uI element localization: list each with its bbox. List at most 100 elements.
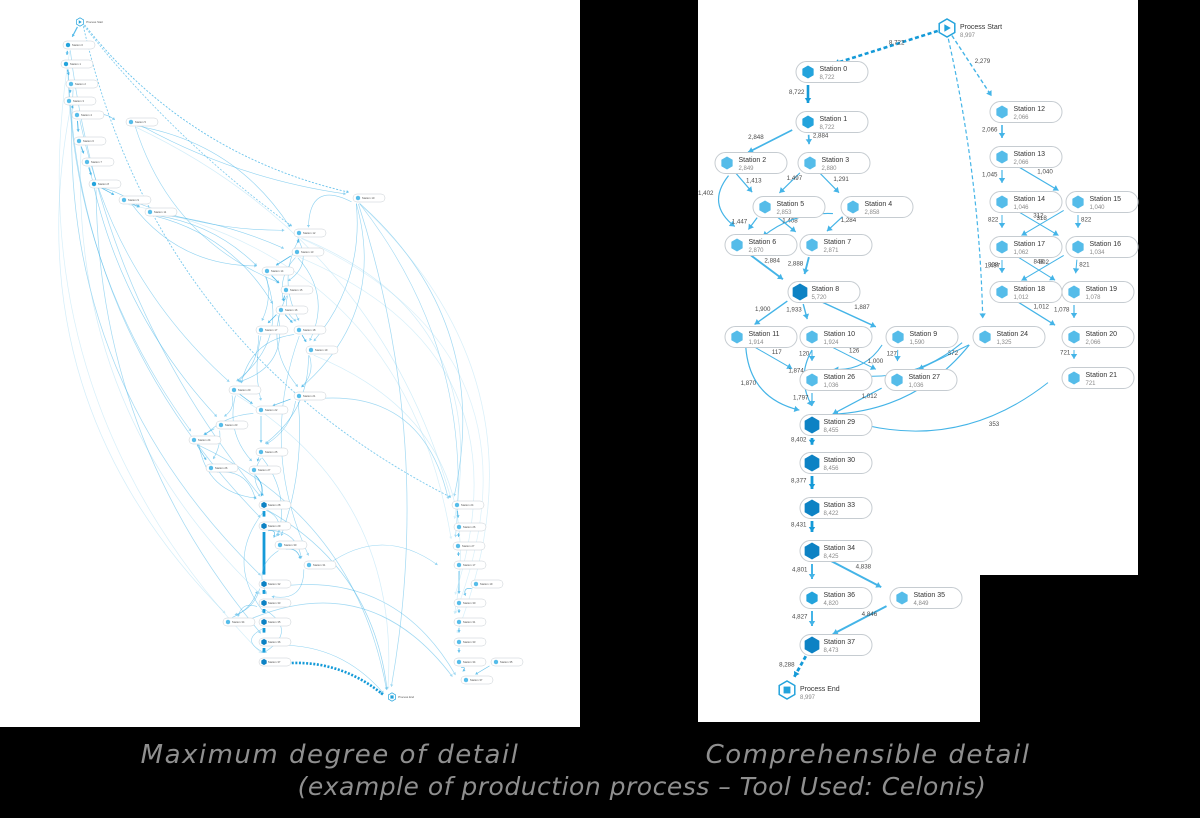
svg-text:Station 27: Station 27	[462, 544, 475, 548]
edge-count-label: 1,497	[985, 263, 1001, 270]
process-node-station-35: Station 354,849	[889, 587, 963, 609]
process-edge	[251, 627, 265, 653]
process-node-station-19: Station 19	[470, 579, 504, 589]
process-edge	[284, 314, 293, 324]
edge-count-label: 8,722	[889, 39, 905, 46]
edge-count-label: 821	[1079, 262, 1090, 269]
process-edge	[358, 203, 408, 687]
process-edge	[238, 315, 281, 383]
process-edge	[457, 648, 461, 653]
svg-text:Station 37: Station 37	[470, 678, 483, 682]
station-icon	[264, 268, 270, 274]
process-edge	[259, 416, 263, 443]
edge-count-label: 1,874	[788, 367, 804, 374]
process-node-process-end: Process End	[388, 692, 415, 702]
process-edge: 2,888	[788, 256, 810, 275]
svg-text:Station 15: Station 15	[290, 288, 303, 292]
process-edge	[262, 511, 266, 517]
svg-text:1,036: 1,036	[824, 383, 840, 389]
svg-text:1,034: 1,034	[1090, 250, 1106, 256]
station-icon	[456, 562, 462, 568]
station-icon	[278, 307, 284, 313]
svg-text:8,997: 8,997	[960, 33, 976, 39]
svg-text:Station 8: Station 8	[812, 286, 840, 293]
process-edge: 117	[751, 344, 793, 370]
svg-text:Station 0: Station 0	[72, 43, 83, 47]
process-edge: 2,884	[748, 253, 784, 281]
edge-count-label: 1,291	[833, 176, 849, 183]
station-icon	[121, 197, 127, 203]
process-node-station-10: Station 101,924	[799, 326, 873, 348]
edge-count-label: 8,288	[779, 661, 795, 668]
caption-right: Comprehensible detail	[705, 740, 1031, 770]
station-icon	[296, 393, 302, 399]
process-edge: 127	[887, 349, 901, 362]
process-node-station-18: Station 18	[293, 325, 327, 335]
station-icon	[721, 156, 733, 170]
station-icon	[1072, 195, 1084, 209]
process-edge: 1,045	[982, 169, 1006, 183]
svg-text:Station 36: Station 36	[824, 592, 856, 599]
process-edge	[159, 214, 285, 249]
svg-text:8,456: 8,456	[824, 466, 840, 472]
station-icon	[261, 638, 267, 646]
svg-text:Station 34: Station 34	[232, 620, 245, 624]
process-edge	[301, 203, 365, 388]
svg-text:Station 30: Station 30	[284, 543, 297, 547]
process-node-station-2: Station 22,849	[714, 152, 788, 174]
station-icon	[261, 580, 267, 588]
process-node-station-8: Station 85,720	[787, 281, 861, 303]
process-edge	[232, 591, 258, 618]
process-node-station-27: Station 27	[248, 465, 282, 475]
station-icon	[804, 542, 820, 560]
station-icon	[283, 287, 289, 293]
process-node-station-17: Station 171,062	[989, 236, 1063, 258]
edge-count-label: 8,377	[791, 478, 807, 485]
stop-icon	[783, 686, 791, 694]
station-icon	[493, 659, 499, 665]
process-edge	[58, 106, 226, 614]
svg-text:Station 19: Station 19	[480, 582, 493, 586]
station-icon	[294, 249, 300, 255]
process-edge	[155, 215, 273, 304]
svg-text:Station 37: Station 37	[824, 639, 856, 646]
process-node-station-11: Station 11	[144, 207, 178, 217]
station-icon	[996, 150, 1008, 164]
svg-text:Station 7: Station 7	[91, 160, 102, 164]
svg-text:Station 25: Station 25	[265, 450, 278, 454]
process-node-station-33: Station 33	[453, 637, 487, 647]
process-node-station-24: Station 24	[188, 435, 222, 445]
svg-text:Station 3: Station 3	[73, 99, 84, 103]
process-node-station-15: Station 15	[280, 285, 314, 295]
process-node-station-21: Station 21	[293, 391, 327, 401]
station-icon	[806, 238, 818, 252]
process-edge: 821	[1072, 259, 1090, 274]
station-icon	[258, 327, 264, 333]
process-edge	[273, 661, 384, 696]
station-icon	[996, 105, 1008, 119]
process-edge: 1,413	[735, 172, 762, 193]
process-node-station-9: Station 9	[118, 195, 152, 205]
svg-text:Station 35: Station 35	[914, 592, 946, 599]
process-node-station-0: Station 0	[62, 40, 96, 50]
svg-text:Station 4: Station 4	[81, 113, 92, 117]
process-node-station-37: Station 378,473	[799, 634, 873, 656]
process-node-station-20: Station 20	[228, 385, 262, 395]
svg-text:Station 29: Station 29	[268, 524, 281, 528]
edge-count-label: 4,801	[792, 567, 808, 574]
station-icon	[847, 200, 859, 214]
process-edge: 802	[1021, 255, 1064, 281]
edge-count-label: 1,887	[854, 304, 870, 311]
process-node-station-29: Station 298,455	[799, 414, 873, 436]
process-edge	[237, 604, 258, 617]
process-edge	[457, 628, 461, 633]
edge-count-label: 120	[799, 351, 810, 358]
svg-text:Station 6: Station 6	[83, 139, 94, 143]
station-icon	[1068, 285, 1080, 299]
svg-text:Station 0: Station 0	[820, 66, 848, 73]
svg-text:2,849: 2,849	[739, 166, 755, 172]
station-icon	[84, 159, 90, 165]
process-edge: 8,722	[833, 29, 939, 66]
process-edge: 1,497	[947, 38, 1001, 319]
svg-text:2,853: 2,853	[777, 210, 793, 216]
